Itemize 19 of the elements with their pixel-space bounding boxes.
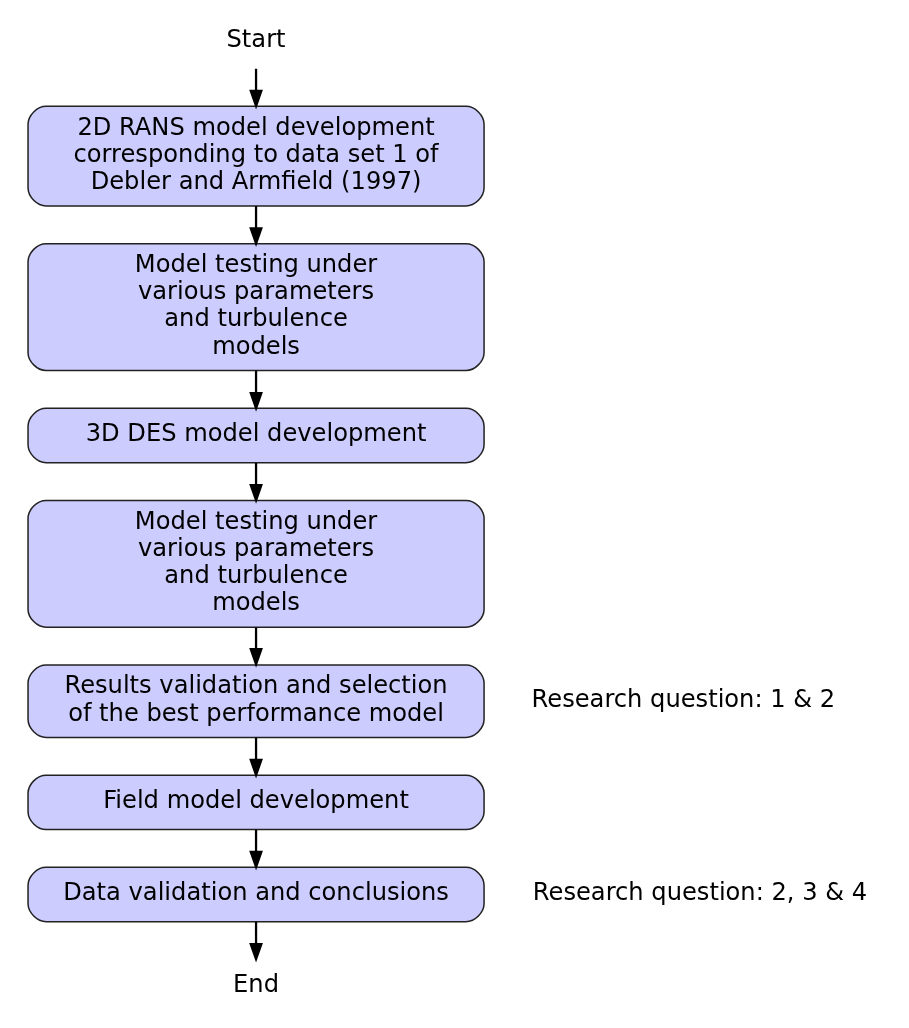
node-label: Research question: 1 & 2 [531,684,835,713]
node-label: Research question: 2, 3 & 4 [532,878,867,907]
arrow [248,737,263,779]
arrow [248,921,263,963]
arrow [248,206,263,247]
node-text: Start [226,25,286,54]
node-box: Model testing under various parameters and turbulence models [26,242,485,372]
node-box: Model testing under various parameters and turbulence models [26,499,485,628]
arrow [248,627,263,668]
arrow [248,370,263,412]
arrow [248,68,263,110]
node-box: Results validation and selection of the best performance model [26,664,485,739]
node-box: Field model development [26,774,485,831]
node-box: 3D DES model development [26,407,485,464]
arrow [248,829,263,871]
node-box: 2D RANS model development corresponding to data set 1 of Debler and Armfield (1997) [26,105,485,207]
node-text: End [232,970,279,999]
arrow [248,462,263,504]
node-box: Data validation and conclusions [26,866,485,923]
